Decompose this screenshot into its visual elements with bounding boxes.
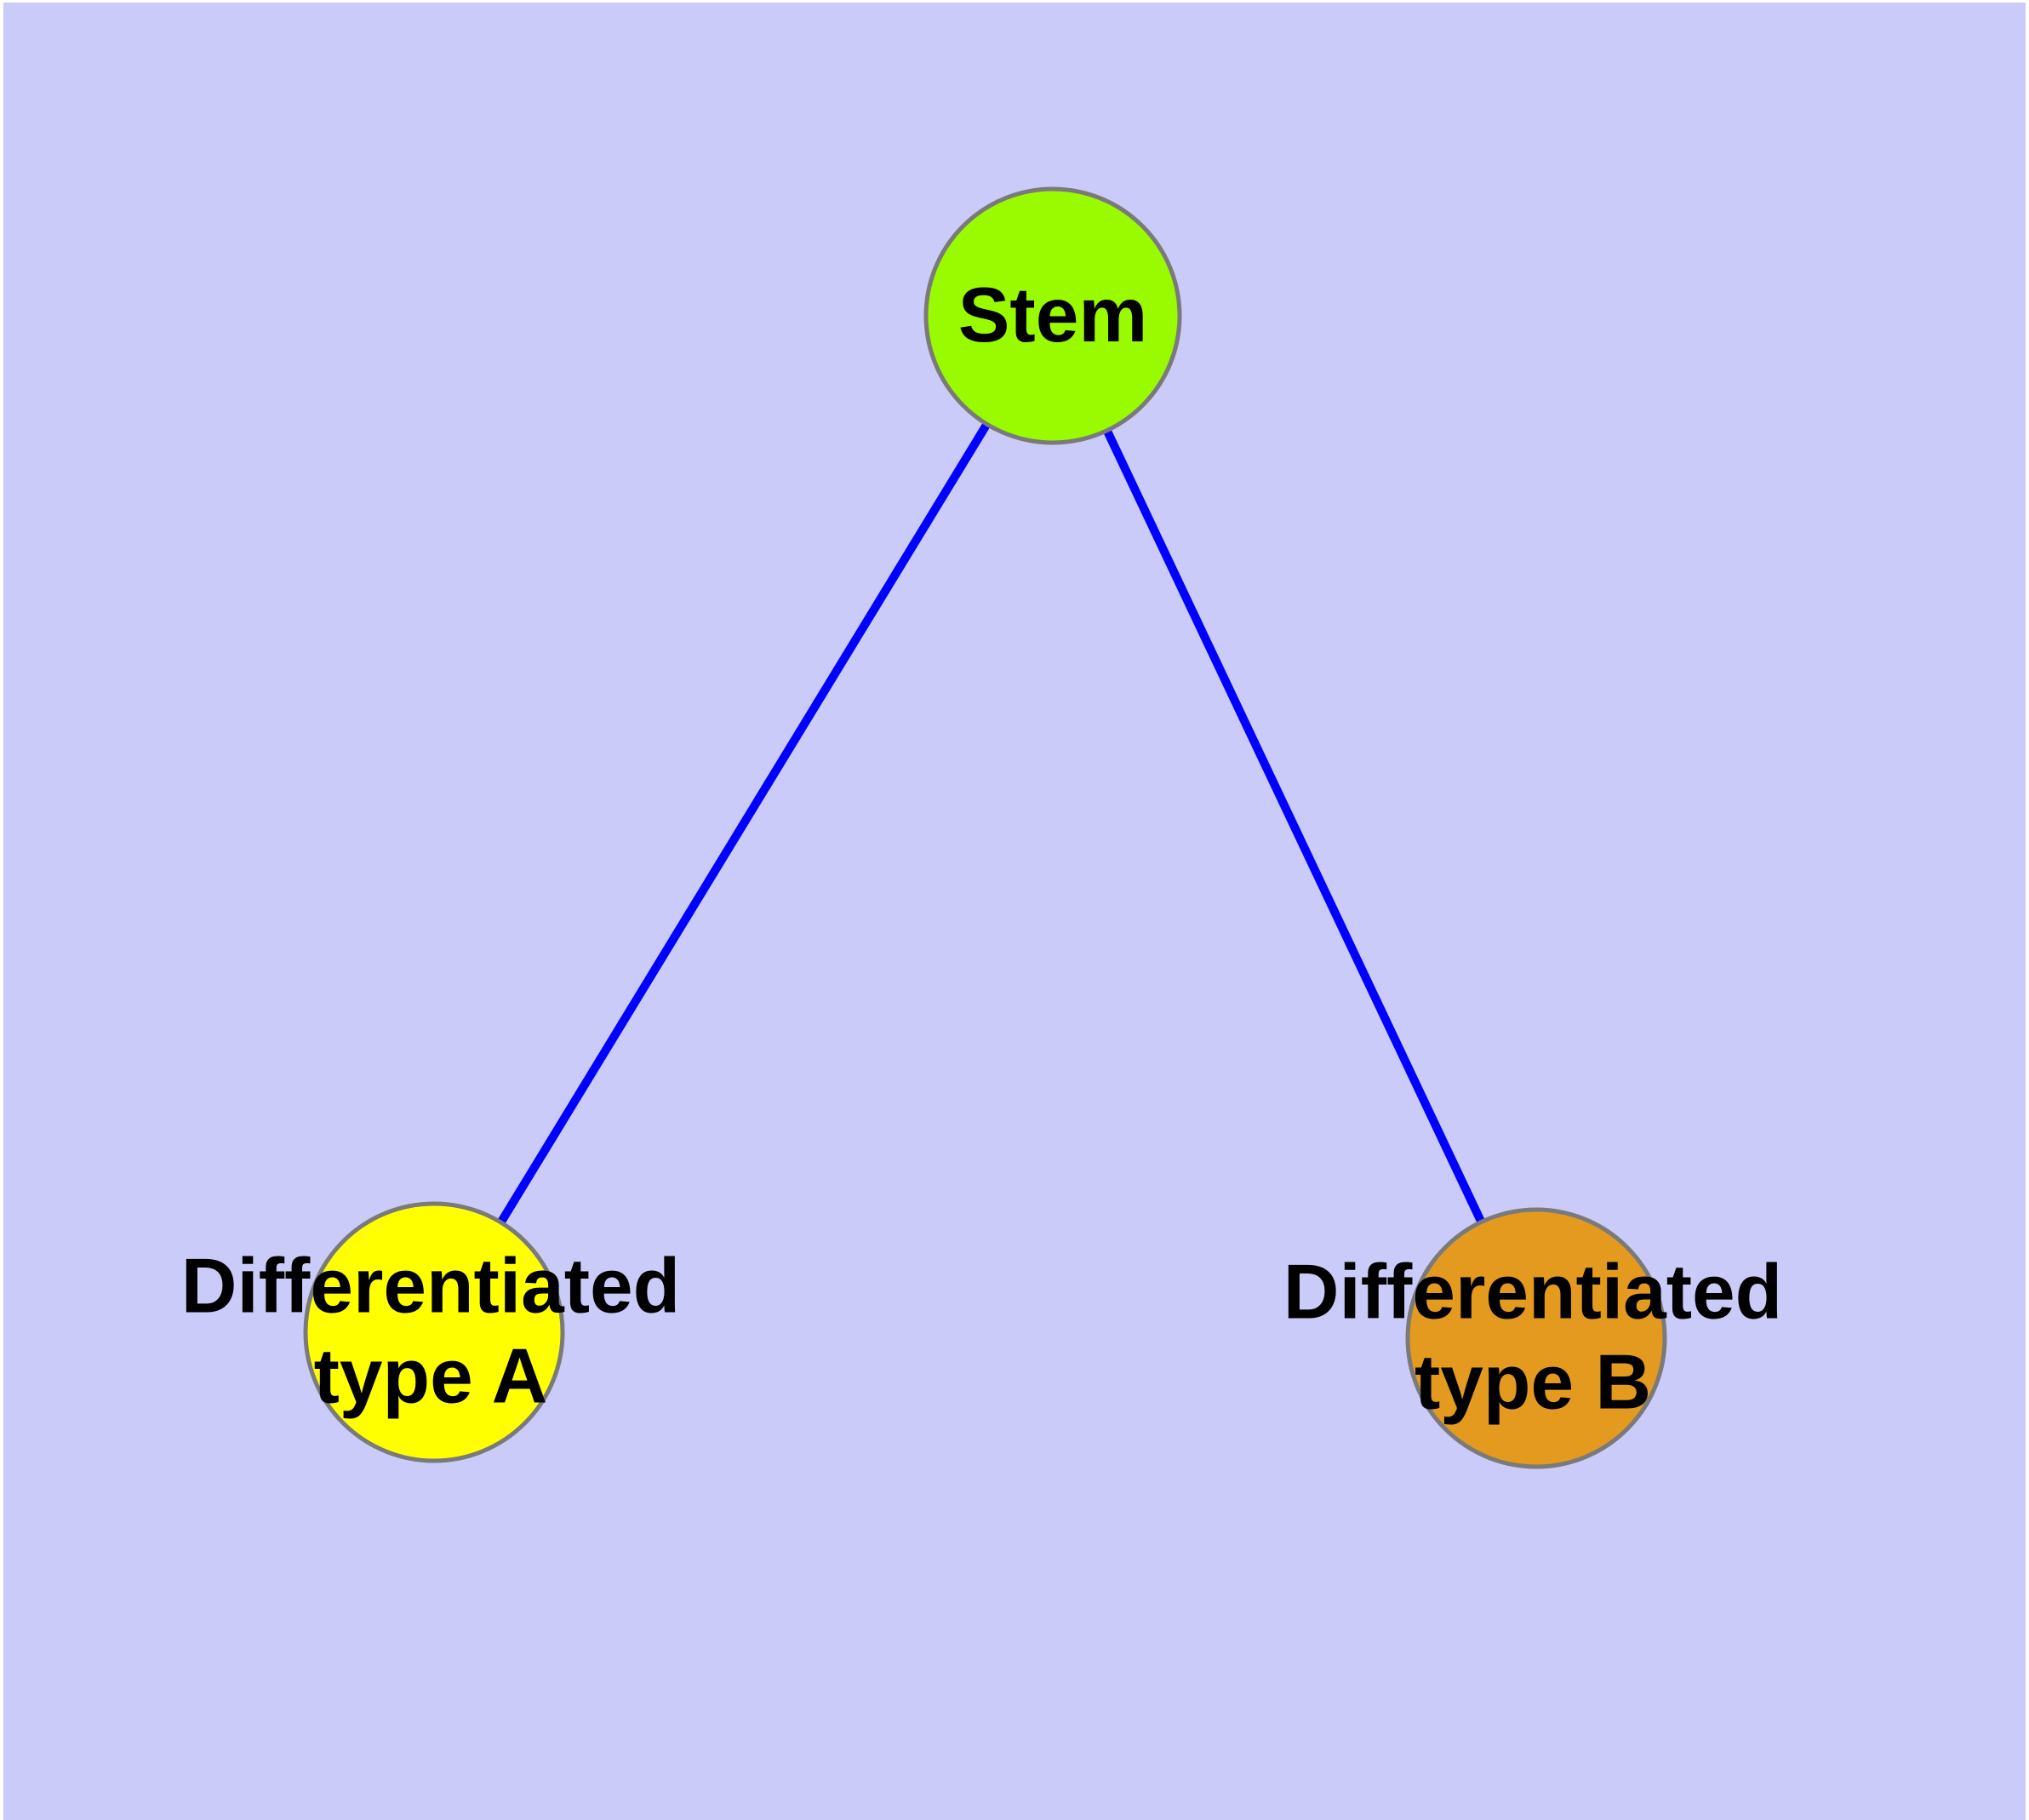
node-differentiated-type-a-circle [303, 1201, 565, 1463]
node-differentiated-type-b-circle [1405, 1207, 1667, 1469]
edge-stem-to-differentiated-type-b [1049, 312, 1540, 1342]
node-stem-circle [923, 186, 1182, 445]
graph-svg [303, 186, 1667, 1469]
edge-stem-to-differentiated-type-a [430, 312, 1057, 1336]
diagram-canvas: Stem Differentiated type A Differentiate… [3, 3, 2026, 1820]
node-differentiated-type-a-label: Differentiated type A [180, 1243, 681, 1420]
node-differentiated-type-b-label: Differentiated type B [1283, 1249, 1783, 1426]
node-stem-label: Stem [957, 272, 1148, 358]
